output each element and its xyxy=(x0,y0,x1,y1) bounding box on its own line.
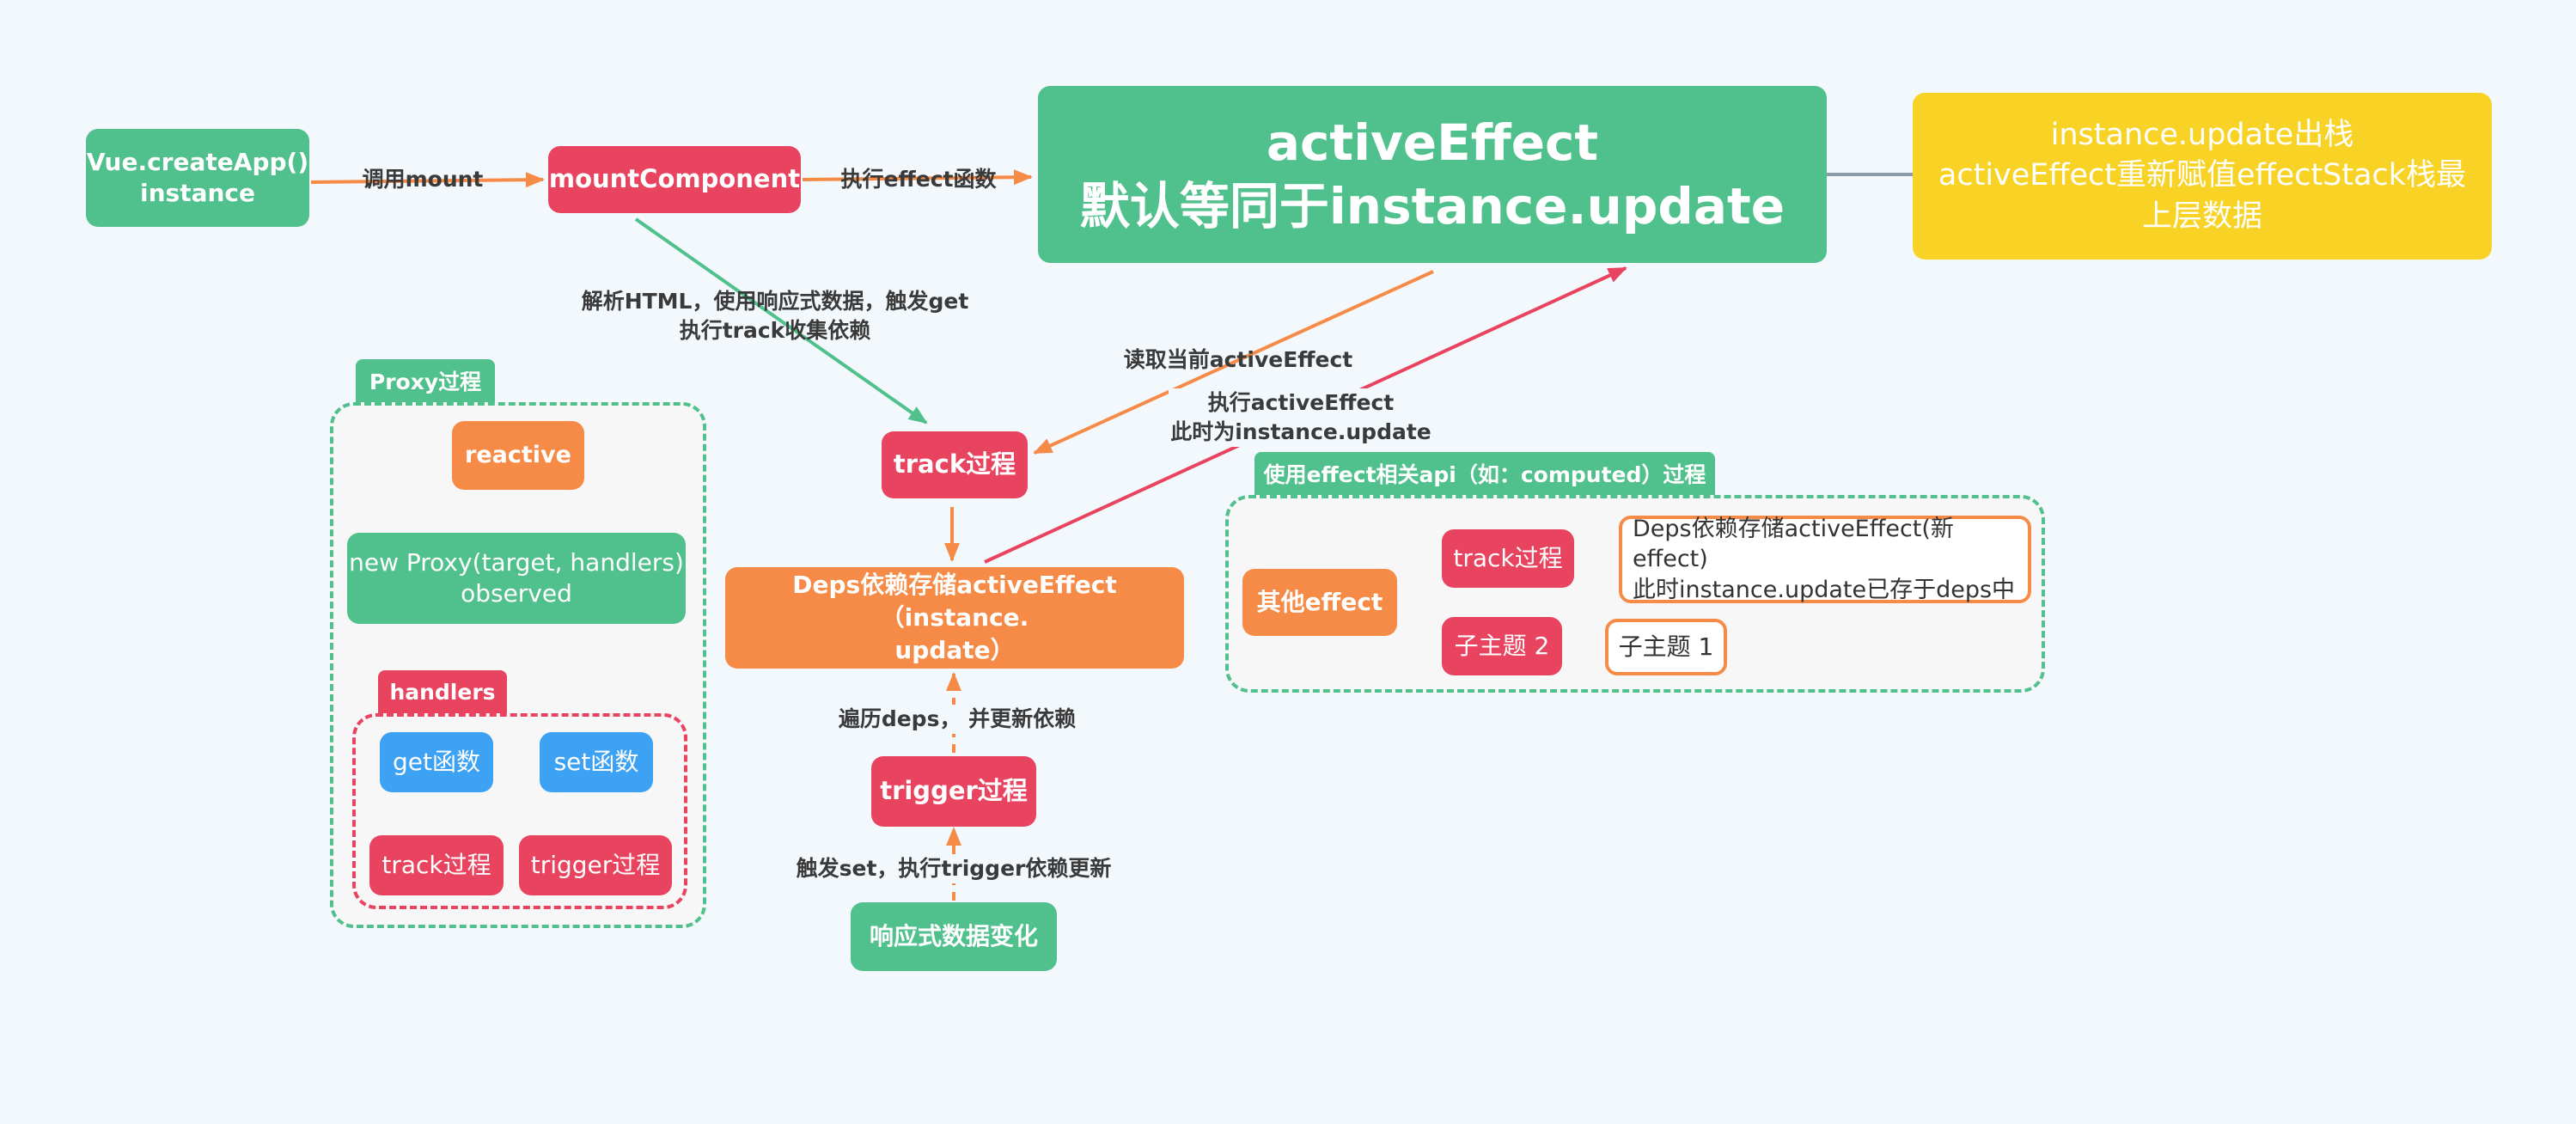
effect-track-node[interactable]: track过程 xyxy=(1442,529,1574,588)
subtopic-2-node[interactable]: 子主题 2 xyxy=(1442,617,1562,675)
set-function-node[interactable]: set函数 xyxy=(540,732,653,792)
label-trigger-set: 触发set，执行trigger依赖更新 xyxy=(789,854,1119,883)
edge-mount-track xyxy=(634,217,928,425)
handlers-group-title: handlers xyxy=(378,670,507,713)
subtopic-1-node[interactable]: 子主题 1 xyxy=(1605,619,1727,675)
create-app-node[interactable]: Vue.createApp() instance xyxy=(86,129,309,227)
edge-mount-activeeffect xyxy=(802,169,1033,186)
mount-component-node[interactable]: mountComponent xyxy=(548,146,801,213)
proxy-trigger-node[interactable]: trigger过程 xyxy=(519,835,672,895)
proxy-group-title: Proxy过程 xyxy=(356,359,495,402)
deps-store-node[interactable]: Deps依赖存储activeEffect（instance. update） xyxy=(725,567,1184,669)
edge-activeeffect-track xyxy=(1033,270,1434,455)
proxy-track-node[interactable]: track过程 xyxy=(369,835,504,895)
label-traverse-deps: 遍历deps， 并更新依赖 xyxy=(828,705,1086,734)
new-proxy-node[interactable]: new Proxy(target, handlers) observed xyxy=(347,533,686,624)
reactive-change-node[interactable]: 响应式数据变化 xyxy=(851,902,1057,971)
label-read-active: 读取当前activeEffect xyxy=(1123,347,1353,372)
label-parse-html: 解析HTML，使用响应式数据，触发get 执行track收集依赖 xyxy=(581,289,969,343)
label-exec-active: 执行activeEffect 此时为instance.update xyxy=(1169,388,1433,447)
label-exec-effect: 执行effect函数 xyxy=(840,167,997,192)
deps-note-node[interactable]: Deps依赖存储activeEffect(新effect) 此时instance… xyxy=(1619,516,2031,603)
label-call-mount: 调用mount xyxy=(362,167,484,192)
trigger-node[interactable]: trigger过程 xyxy=(871,756,1036,827)
edge-createapp-mount xyxy=(310,172,545,188)
stack-pop-node[interactable]: instance.update出栈 activeEffect重新赋值effect… xyxy=(1913,93,2492,260)
active-effect-node[interactable]: activeEffect 默认等同于instance.update xyxy=(1038,86,1827,263)
get-function-node[interactable]: get函数 xyxy=(380,732,493,792)
track-node[interactable]: track过程 xyxy=(882,431,1028,498)
other-effect-node[interactable]: 其他effect xyxy=(1242,569,1397,636)
reactive-node[interactable]: reactive xyxy=(452,421,584,490)
effect-group-title: 使用effect相关api（如：computed）过程 xyxy=(1254,452,1715,495)
